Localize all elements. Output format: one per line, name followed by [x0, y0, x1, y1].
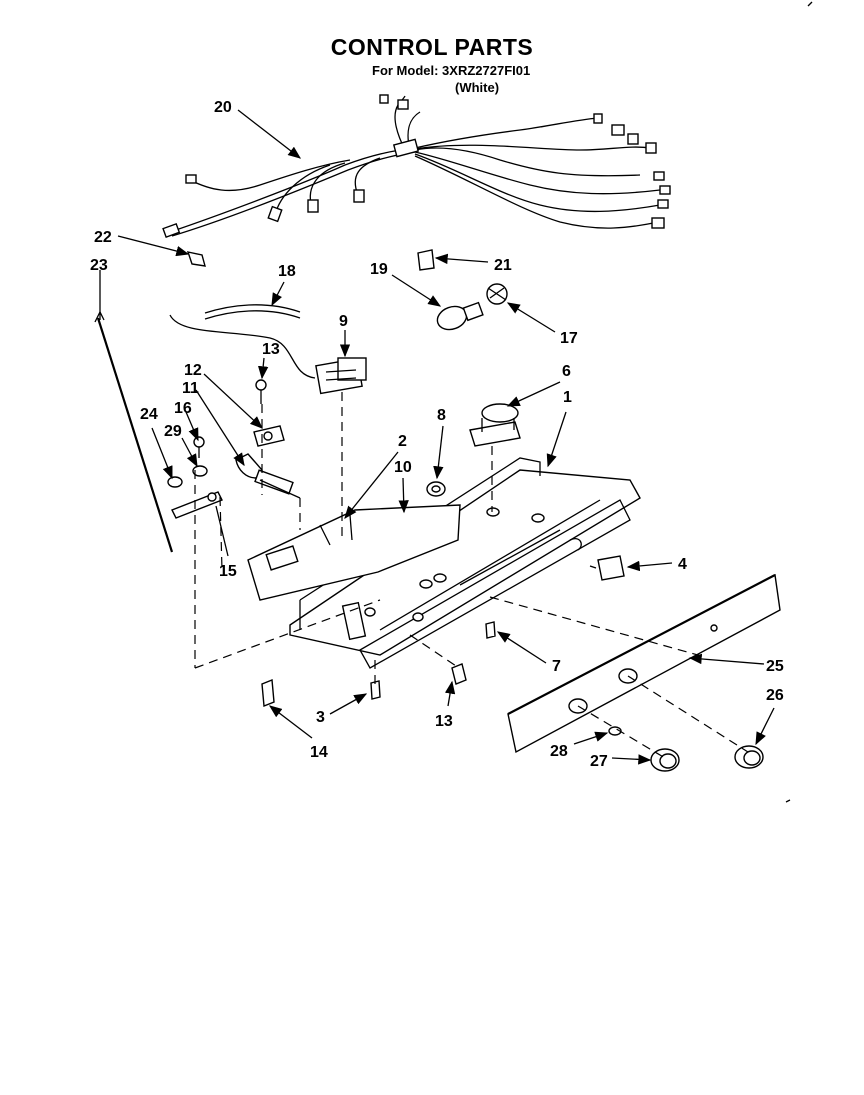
callout-1: 1 [563, 389, 572, 406]
grommet-icon [426, 481, 446, 497]
washer-icon [167, 465, 208, 488]
callout-21: 21 [494, 257, 512, 274]
callout-23: 23 [90, 257, 108, 274]
leader-lines [99, 109, 775, 765]
callout-3: 3 [316, 709, 325, 726]
callout-15: 15 [219, 563, 237, 580]
bracket-icon [253, 425, 285, 447]
callout-19: 19 [370, 261, 388, 278]
callout-4: 4 [678, 556, 687, 573]
trim-panel-icon [507, 573, 781, 754]
callout-16: 16 [174, 400, 192, 417]
model-number: For Model: 3XRZ2727FI01 [372, 63, 531, 78]
callout-8: 8 [437, 407, 446, 424]
screw-icon [193, 436, 205, 458]
knob-icon [734, 745, 764, 769]
callout-24: 24 [140, 406, 158, 423]
thermostat-icon [469, 403, 521, 447]
callout-11: 11 [182, 380, 199, 397]
callout-26: 26 [766, 687, 784, 704]
callout-17: 17 [560, 330, 578, 347]
screw-icon [485, 621, 496, 639]
bracket-icon [417, 249, 435, 271]
lever-icon [171, 491, 223, 519]
callout-12: 12 [184, 362, 202, 379]
socket-icon [486, 283, 508, 305]
callout-29: 29 [164, 423, 182, 440]
sensor-icon [169, 314, 367, 395]
callout-6: 6 [562, 363, 571, 380]
thermostat-icon [235, 453, 301, 499]
rod-icon [94, 310, 174, 553]
clip-icon [186, 251, 206, 267]
callout-14: 14 [310, 744, 328, 761]
control-housing-icon [289, 457, 641, 669]
light-bulb-icon [436, 301, 484, 331]
clip-icon [261, 679, 275, 707]
callout-22: 22 [94, 229, 112, 246]
wire-harness-icon [162, 94, 671, 238]
callout-10: 10 [394, 459, 412, 476]
page-title: CONTROL PARTS [330, 34, 534, 60]
callout-25: 25 [766, 658, 784, 675]
callout-18: 18 [278, 263, 296, 280]
spring-icon [608, 726, 622, 736]
callout-20: 20 [214, 99, 232, 116]
tube-icon [204, 304, 301, 320]
callout-9: 9 [339, 313, 348, 330]
model-color: (White) [455, 80, 500, 95]
callout-7: 7 [552, 658, 561, 675]
callout-2: 2 [398, 433, 407, 450]
callout-labels: 20 22 23 18 19 21 17 9 13 12 11 16 24 29… [90, 99, 784, 770]
screw-icon [451, 663, 467, 685]
clip-icon [589, 555, 625, 581]
callout-13-lower: 13 [435, 713, 453, 730]
screw-icon [255, 379, 267, 404]
screw-icon [370, 680, 381, 700]
callout-13-upper: 13 [262, 341, 280, 358]
callout-28: 28 [550, 743, 568, 760]
corner-mark [785, 799, 791, 803]
corner-mark [807, 1, 813, 7]
callout-27: 27 [590, 753, 608, 770]
assembly-guide-lines [194, 392, 749, 759]
